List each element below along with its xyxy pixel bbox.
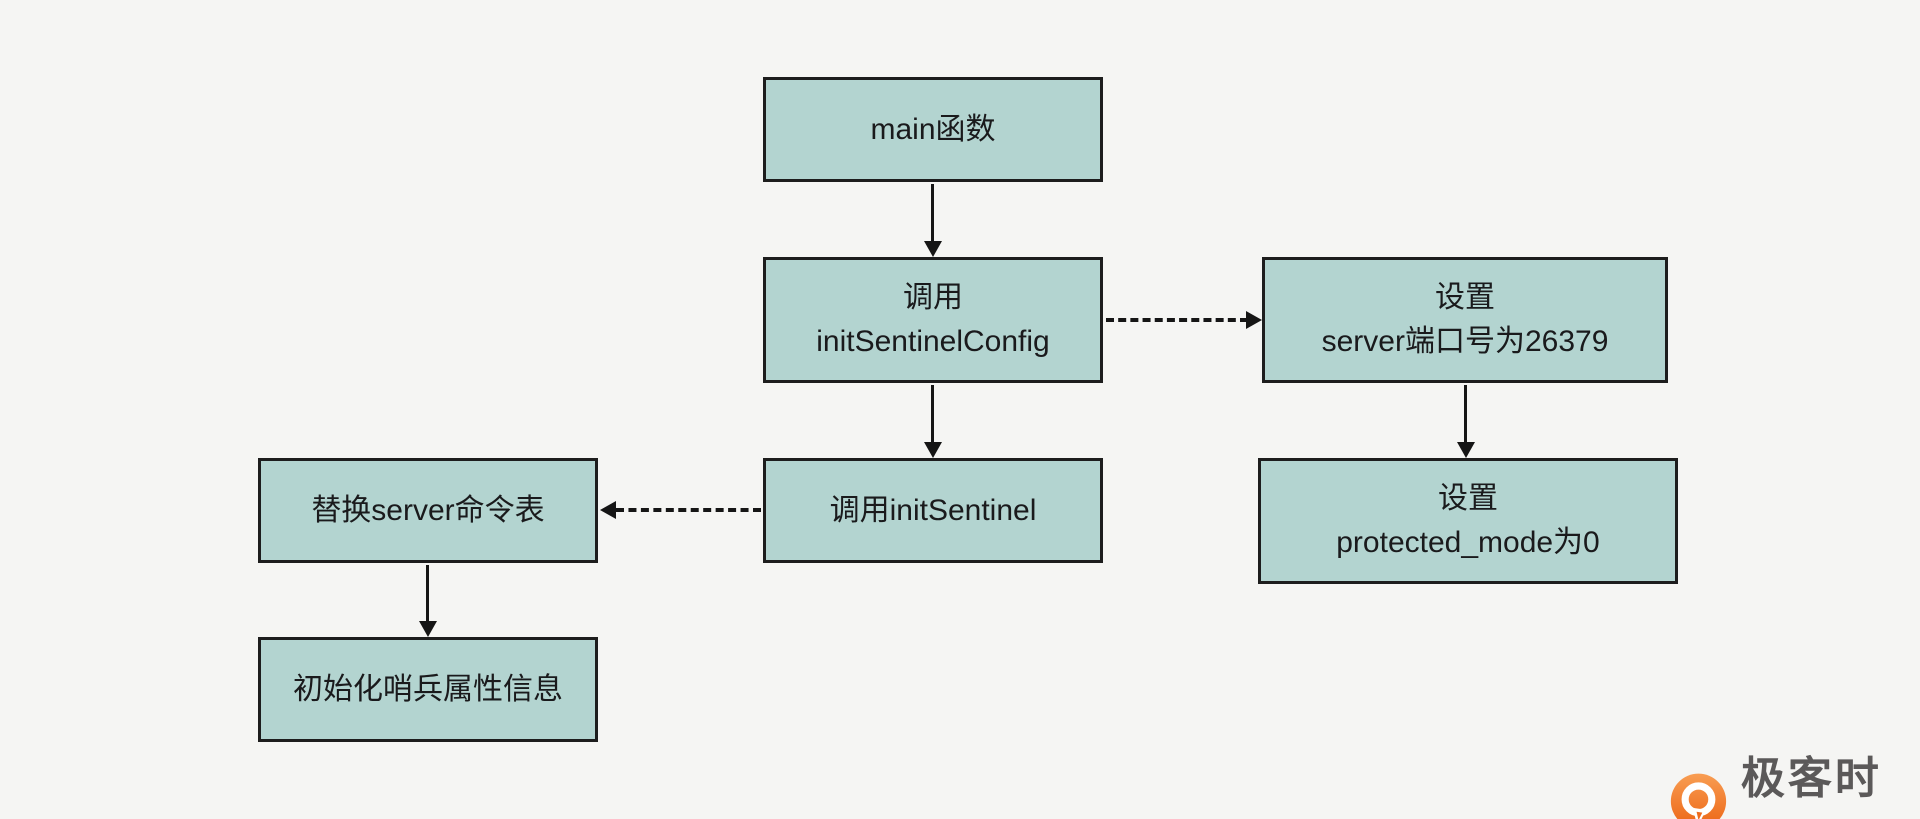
node-replace-server-command-table: 替换server命令表	[258, 458, 598, 563]
node-call-init-sentinel-config: 调用 initSentinelConfig	[763, 257, 1103, 383]
geektime-logo: 极客时间	[1668, 742, 1920, 819]
arrow-line	[931, 184, 934, 242]
arrow-dashed-line	[616, 508, 761, 512]
arrow-head-down-icon	[924, 442, 942, 458]
arrow-line	[1464, 385, 1467, 442]
node-label: server端口号为26379	[1321, 325, 1609, 358]
node-label: main函数	[870, 112, 996, 146]
node-label: 调用	[903, 281, 963, 314]
node-set-server-port: 设置 server端口号为26379	[1262, 257, 1668, 383]
node-call-init-sentinel: 调用initSentinel	[763, 458, 1103, 563]
arrow-head-down-icon	[419, 621, 437, 637]
node-label: 替换server命令表	[311, 493, 545, 527]
arrow-head-left-icon	[600, 501, 616, 519]
node-label: protected_mode为0	[1336, 526, 1600, 559]
node-label: 设置	[1438, 482, 1498, 515]
arrow-head-down-icon	[1457, 442, 1475, 458]
arrow-dashed-line	[1106, 318, 1248, 322]
geektime-logo-text: 极客时间	[1740, 754, 1882, 819]
node-set-protected-mode: 设置 protected_mode为0	[1258, 458, 1678, 584]
arrow-line	[426, 565, 429, 621]
node-label: 设置	[1435, 281, 1495, 314]
arrow-head-down-icon	[924, 241, 942, 257]
node-init-sentinel-attributes: 初始化哨兵属性信息	[258, 637, 598, 742]
arrow-head-right-icon	[1246, 311, 1262, 329]
node-label: initSentinelConfig	[816, 325, 1050, 358]
arrow-line	[931, 385, 934, 442]
node-main-function: main函数	[763, 77, 1103, 182]
node-label: 调用initSentinel	[829, 493, 1037, 527]
geektime-logo-icon	[1670, 773, 1727, 819]
node-label: 初始化哨兵属性信息	[293, 672, 563, 706]
